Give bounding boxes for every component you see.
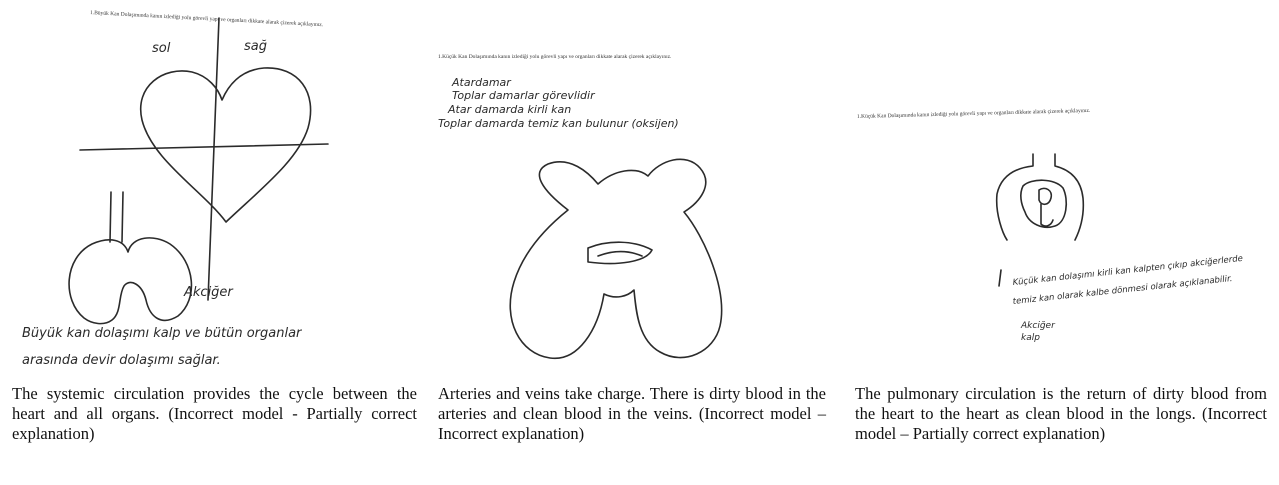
question-header: 1.Büyük Kan Dolaşımında kanın izlediği y… bbox=[90, 9, 324, 28]
midline bbox=[208, 18, 219, 300]
organ-label-1: Akciğer bbox=[1020, 321, 1056, 331]
tick-mark bbox=[999, 270, 1001, 286]
handwriting-line-2: Toplar damarlar görevlidir bbox=[452, 89, 596, 102]
figure-caption-3: The pulmonary circulation is the return … bbox=[855, 384, 1267, 444]
explanation-line-1: Büyük kan dolaşımı kalp ve bütün organla… bbox=[22, 326, 303, 341]
question-header: 1.Küçük Kan Dolaşımında kanın izlediği y… bbox=[438, 53, 672, 60]
trachea bbox=[110, 192, 123, 242]
body-outline bbox=[997, 154, 1084, 240]
organ-label: Akciğer bbox=[183, 285, 234, 300]
horizontal-line bbox=[80, 144, 328, 150]
label-left: sol bbox=[152, 41, 171, 56]
figure-panel-2: 1.Küçük Kan Dolaşımında kanın izlediği y… bbox=[438, 0, 826, 485]
heart-drawing bbox=[588, 242, 652, 263]
question-header: 1.Küçük Kan Dolaşımında kanın izlediği y… bbox=[857, 107, 1091, 120]
figure-panel-3: 1.Küçük Kan Dolaşımında kanın izlediği y… bbox=[855, 0, 1267, 485]
figure-caption-2: Arteries and veins take charge. There is… bbox=[438, 384, 826, 444]
lung-shape bbox=[69, 238, 191, 324]
label-right: sağ bbox=[244, 39, 267, 54]
student-drawing-2: 1.Küçük Kan Dolaşımında kanın izlediği y… bbox=[438, 0, 826, 380]
explanation-line-2: arasında devir dolaşımı sağlar. bbox=[22, 353, 221, 368]
student-drawing-3: 1.Küçük Kan Dolaşımında kanın izlediği y… bbox=[855, 0, 1267, 380]
organ-label-2: kalp bbox=[1021, 333, 1040, 343]
figure-caption-1: The systemic circulation provides the cy… bbox=[12, 384, 417, 444]
figure-panel-1: 1.Büyük Kan Dolaşımında kanın izlediği y… bbox=[12, 0, 417, 485]
handwriting-line-1: Atardamar bbox=[451, 76, 512, 89]
heart-drawing bbox=[1039, 188, 1053, 226]
student-drawing-1: 1.Büyük Kan Dolaşımında kanın izlediği y… bbox=[12, 0, 417, 380]
handwriting-line-3: Atar damarda kirli kan bbox=[447, 103, 571, 116]
handwriting-line-4: Toplar damarda temiz kan bulunur (oksije… bbox=[438, 117, 679, 130]
lung-drawing bbox=[510, 159, 721, 358]
